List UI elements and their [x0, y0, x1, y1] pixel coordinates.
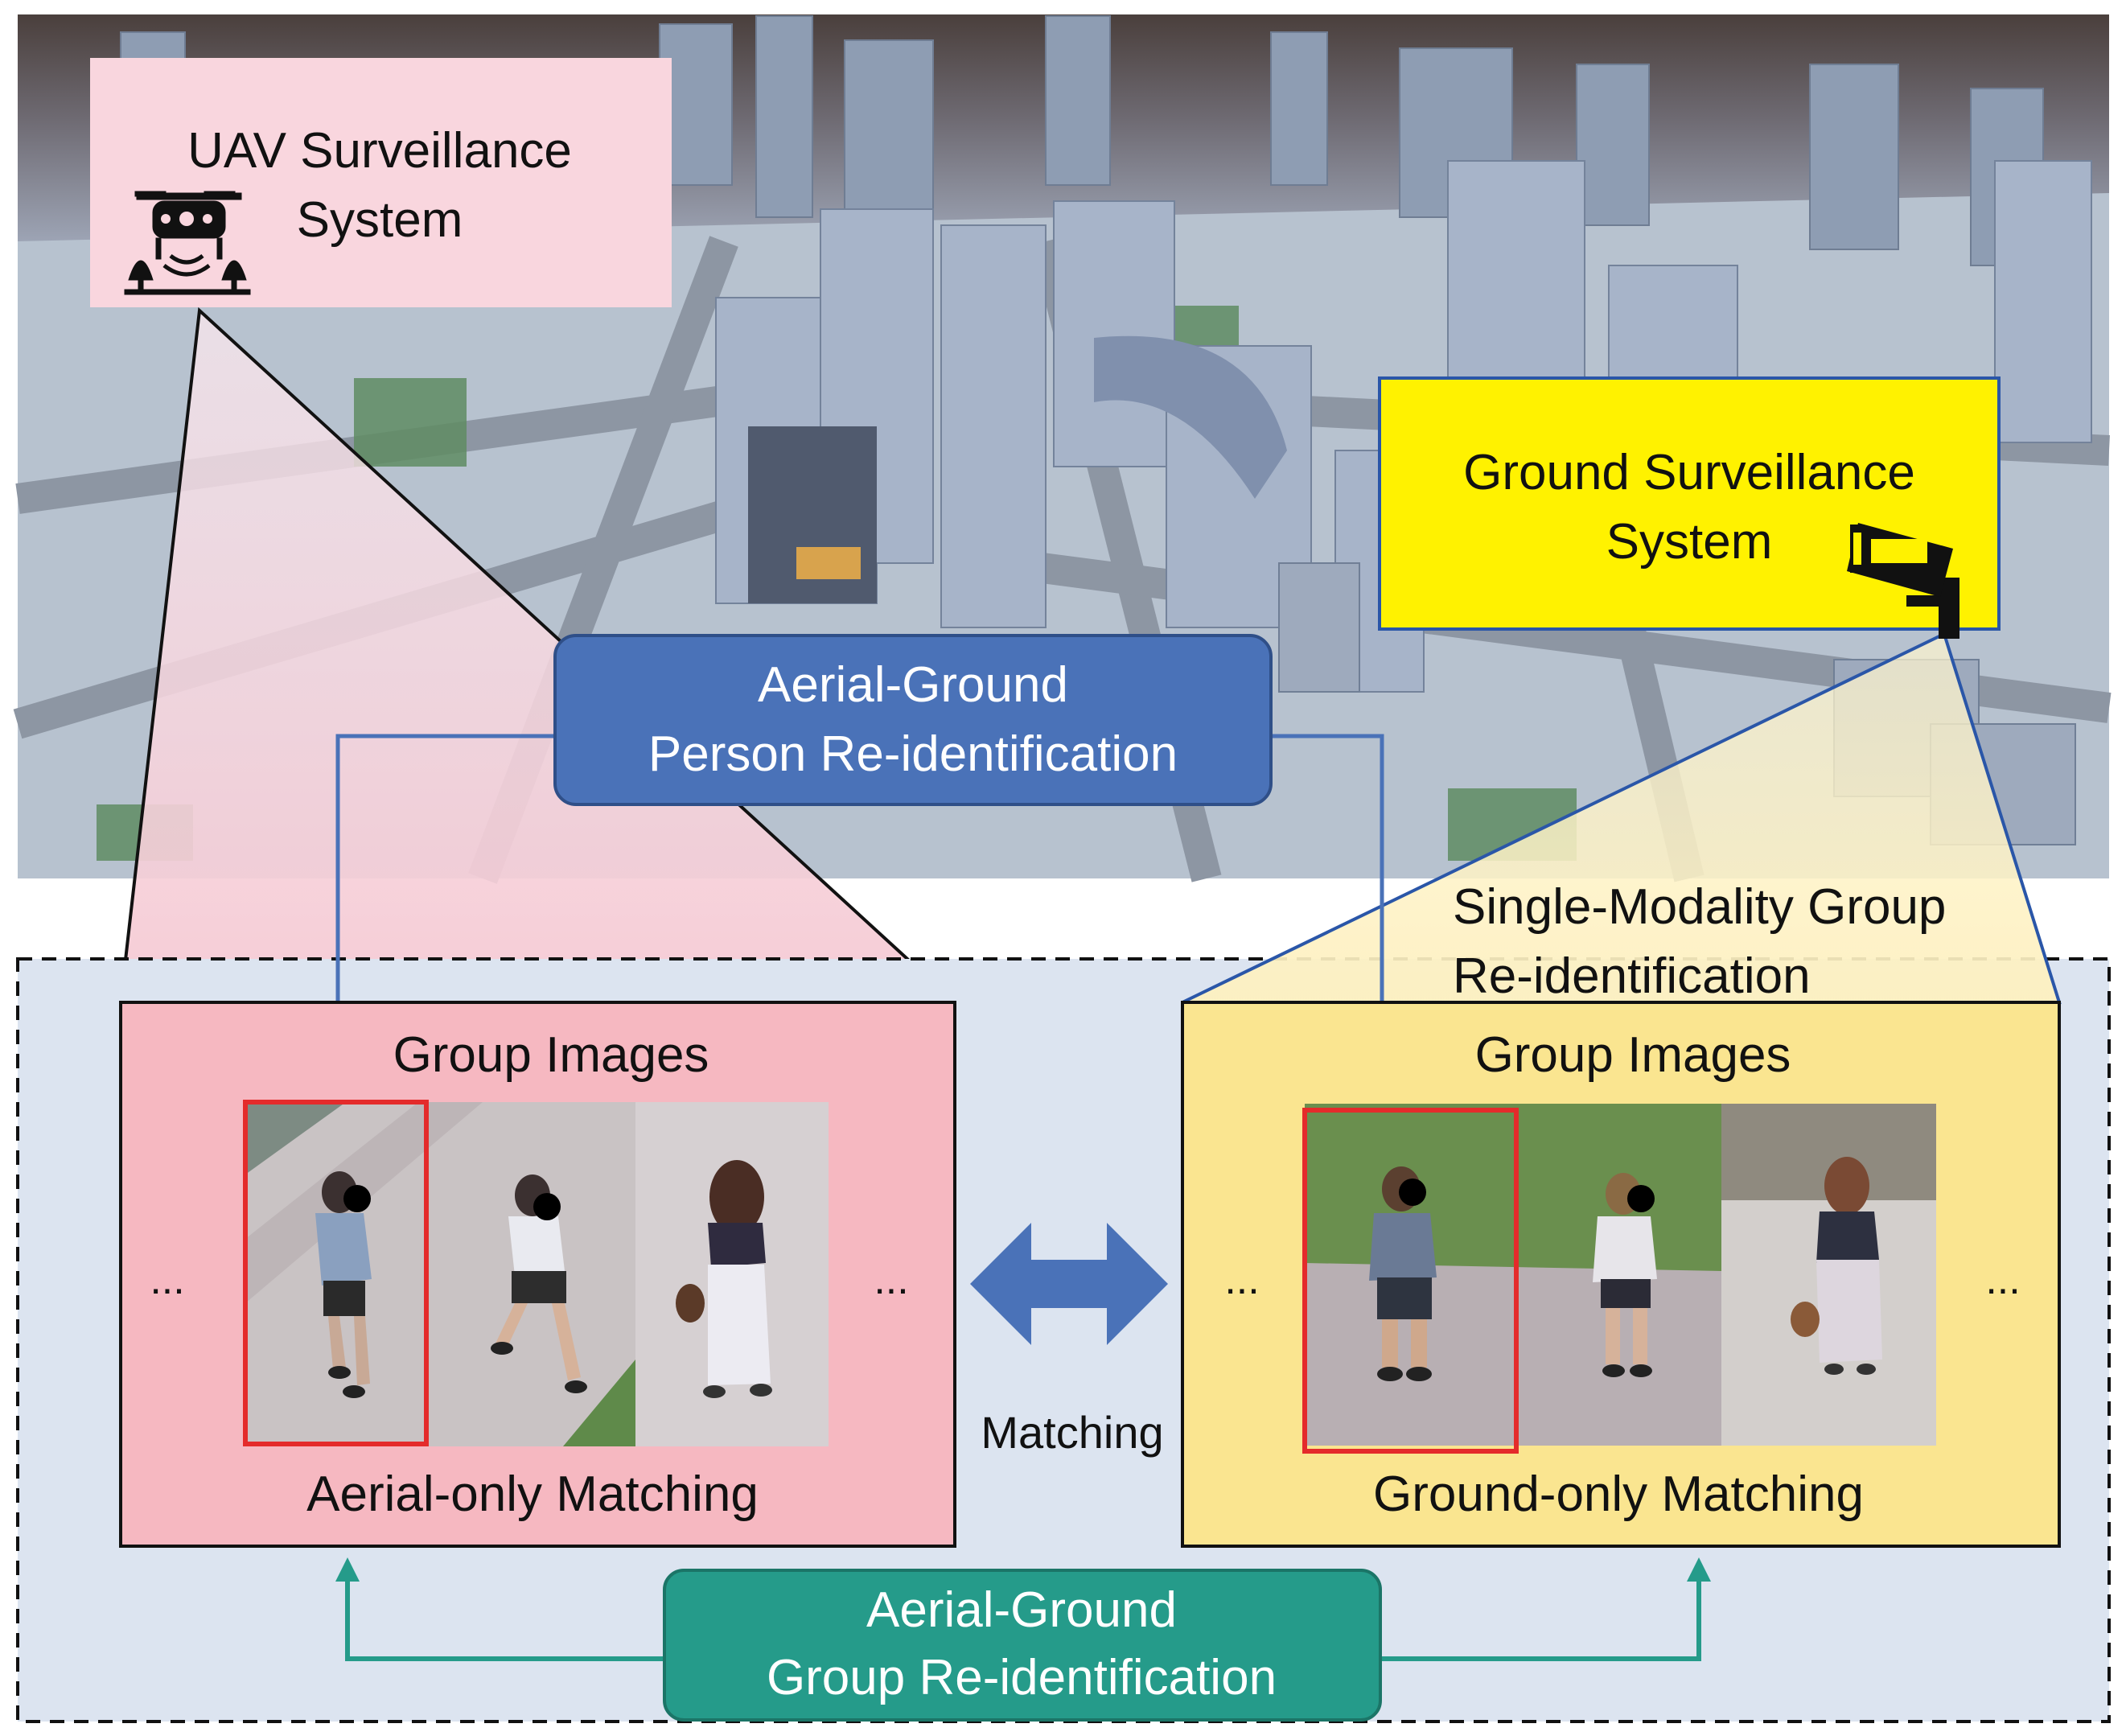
ground-target-highlight	[1302, 1108, 1519, 1454]
aerial-person-1	[315, 1171, 372, 1398]
ground-person-2	[1593, 1173, 1657, 1377]
aerial-right-ellipsis: ...	[874, 1257, 908, 1303]
ground-label-line1: Ground Surveillance	[1463, 445, 1915, 500]
ground-person-3	[1791, 1157, 1882, 1375]
single-modality-line2: Re-identification	[1453, 948, 1811, 1004]
ground-group-image	[1305, 1104, 1936, 1446]
person-reid-line2: Person Re-identification	[648, 726, 1178, 782]
aerial-panel: Group Images ... ...	[119, 1001, 956, 1548]
ground-person-1	[1369, 1166, 1437, 1381]
aerial-target-highlight	[243, 1100, 429, 1446]
aerial-panel-caption: Aerial-only Matching	[306, 1467, 759, 1522]
group-reid-connectors	[335, 1557, 1711, 1661]
group-reid-line1: Aerial-Ground	[866, 1582, 1177, 1638]
matching-double-arrow	[970, 1223, 1168, 1345]
person-reid-connectors	[327, 734, 1392, 1116]
group-reid-line2: Group Re-identification	[767, 1650, 1277, 1705]
person-reid-box	[553, 634, 1273, 806]
matching-label: Matching	[981, 1407, 1163, 1458]
ground-label-line2: System	[1606, 514, 1773, 570]
uav-label-line2: System	[297, 192, 463, 248]
drone-icon	[124, 191, 251, 295]
aerial-person-2	[491, 1174, 587, 1393]
ground-left-ellipsis: ...	[1224, 1257, 1259, 1303]
aerial-group-image	[245, 1102, 829, 1446]
uav-label-line1: UAV Surveillance	[187, 123, 572, 179]
ground-label-box	[1378, 376, 2001, 631]
ground-panel-title: Group Images	[1475, 1027, 1791, 1083]
aerial-left-ellipsis: ...	[150, 1257, 184, 1303]
single-modality-line1: Single-Modality Group	[1453, 879, 1946, 935]
uav-label-box	[90, 58, 672, 307]
aerial-panel-title: Group Images	[393, 1027, 709, 1083]
group-reid-box	[663, 1569, 1382, 1722]
ground-panel-caption: Ground-only Matching	[1373, 1467, 1864, 1522]
person-reid-line1: Aerial-Ground	[758, 657, 1068, 713]
cctv-camera-icon	[1847, 523, 1959, 639]
aerial-person-3	[676, 1160, 772, 1398]
ground-right-ellipsis: ...	[1985, 1257, 2020, 1303]
ground-panel: Group Images ... ...	[1181, 1001, 2061, 1548]
